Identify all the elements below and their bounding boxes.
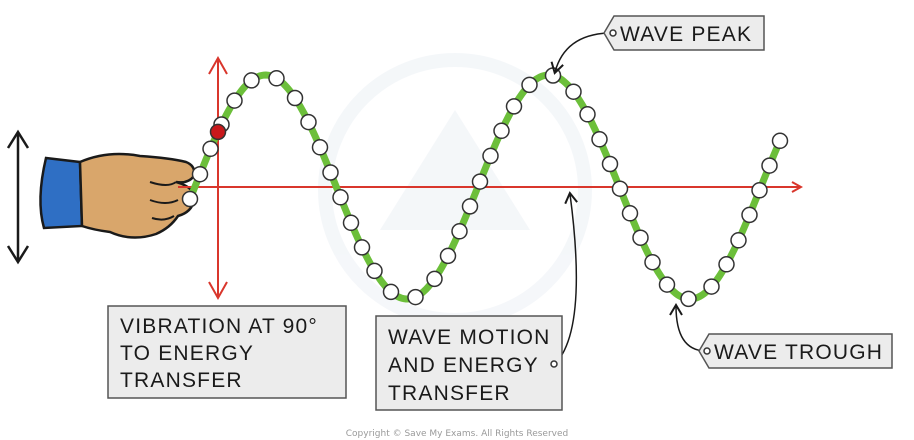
vibration-label-line3: TRANSFER [120, 369, 243, 392]
wave-trough-callout: WAVE TROUGH [669, 303, 893, 369]
wave-bead [680, 290, 697, 308]
wave-bead [300, 113, 317, 131]
wave-bead [601, 155, 619, 173]
wave-bead [311, 139, 329, 156]
wave-bead [268, 70, 285, 87]
wave-bead [426, 270, 443, 288]
wave-bead [521, 76, 538, 94]
wave-bead [461, 198, 479, 215]
wave-bead [451, 223, 468, 240]
watermark-logo [318, 53, 592, 327]
wave-bead [332, 189, 349, 206]
wave-bead [342, 214, 360, 232]
wave-bead [632, 229, 649, 246]
wave-bead [751, 182, 768, 199]
sleeve-shape [39, 156, 84, 230]
wave-bead [322, 164, 339, 181]
wave-motion-label-line1: WAVE MOTION [388, 326, 551, 349]
wave-bead [544, 67, 562, 84]
wave-beads [181, 67, 789, 308]
wave-bead [439, 247, 457, 265]
wave-motion-callout: WAVE MOTION AND ENERGY TRANSFER [375, 191, 578, 411]
wave-bead [191, 165, 209, 183]
wave-bead [286, 89, 304, 107]
wave-bead [730, 232, 747, 249]
wave-bead [579, 106, 596, 123]
wave-bead [611, 180, 629, 197]
wave-bead [353, 239, 371, 256]
wave-peak-label: WAVE PEAK [620, 23, 752, 46]
highlighted-bead [209, 123, 227, 141]
wave-bead [202, 140, 219, 158]
wave-bead [471, 173, 489, 190]
wave-bead [621, 205, 639, 222]
wave-bead [181, 190, 199, 208]
wave-peak-callout: WAVE PEAK [550, 15, 765, 75]
wave-bead [493, 122, 510, 140]
wave-bead [226, 92, 243, 109]
hand-shape [78, 152, 196, 239]
hand-icon [39, 152, 196, 239]
wave-bead [761, 157, 778, 174]
wave-bead [741, 206, 758, 224]
wave-bead [591, 131, 608, 148]
wave-motion-label-line3: TRANSFER [388, 382, 511, 405]
double-arrow-vertical-icon [6, 129, 30, 265]
wave-bead [505, 98, 523, 115]
vibration-label-line1: VIBRATION AT 90° [120, 315, 318, 338]
wave-bead [366, 262, 383, 280]
wave-bead [644, 253, 661, 271]
wave-bead [407, 288, 424, 306]
wave-trough-label: WAVE TROUGH [714, 341, 883, 364]
wave-bead [382, 283, 400, 301]
wave-bead [718, 256, 735, 273]
vibration-callout: VIBRATION AT 90° TO ENERGY TRANSFER [107, 305, 347, 399]
wave-bead [565, 83, 582, 100]
wave-bead [703, 278, 720, 295]
wave-motion-label-line2: AND ENERGY [388, 354, 539, 377]
copyright-text: Copyright © Save My Exams. All Rights Re… [346, 429, 568, 439]
vibration-axis-arrow [208, 55, 228, 301]
wave-bead [482, 147, 499, 165]
wave-bead [243, 72, 260, 89]
wave-bead [771, 132, 789, 150]
vibration-label-line2: TO ENERGY [120, 342, 254, 365]
wave-bead [658, 276, 676, 293]
